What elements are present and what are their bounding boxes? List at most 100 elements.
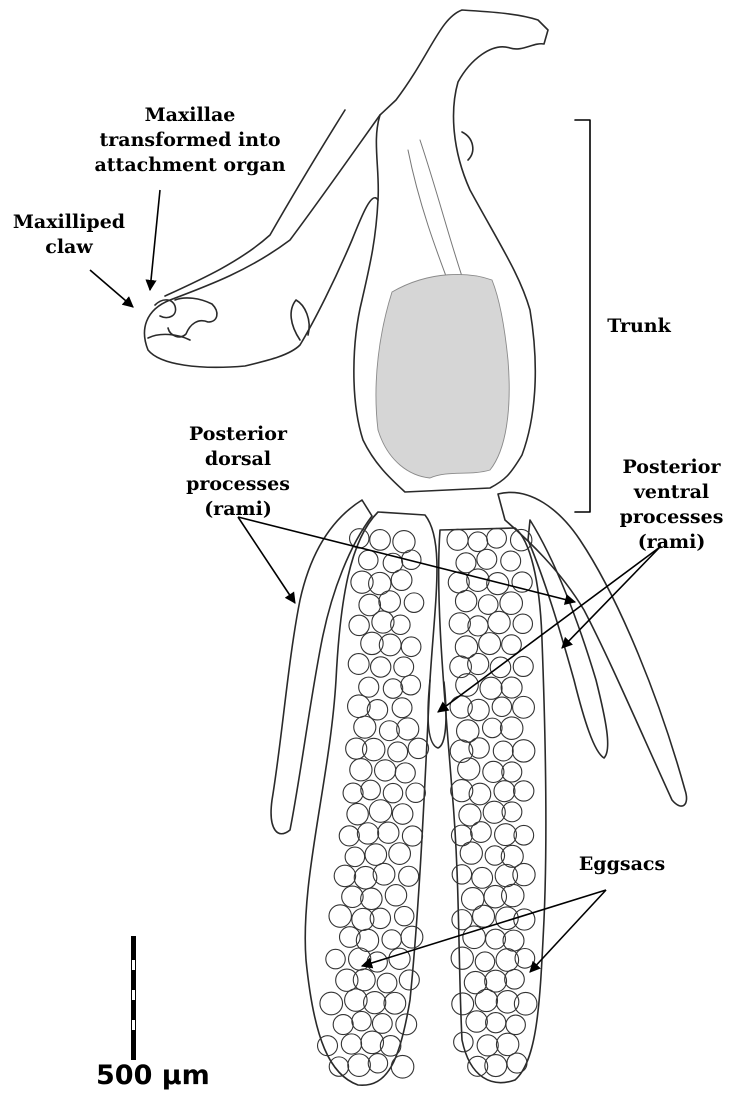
- egg: [501, 677, 522, 698]
- label-ventral-line2: ventral: [604, 480, 739, 505]
- label-ventral-line4: (rami): [604, 530, 739, 555]
- egg: [318, 1036, 338, 1056]
- label-ventral-line1: Posterior: [604, 455, 739, 480]
- egg: [472, 867, 493, 888]
- egg: [346, 738, 367, 759]
- egg: [502, 884, 524, 906]
- egg: [496, 1033, 518, 1055]
- egg: [359, 677, 379, 697]
- egg: [514, 781, 534, 801]
- egg: [486, 929, 506, 949]
- egg: [320, 992, 343, 1015]
- label-eggsacs: Eggsacs: [572, 852, 672, 877]
- egg: [354, 716, 376, 738]
- egg: [365, 844, 387, 866]
- label-posterior-ventral: Posterior ventral processes (rami): [604, 455, 739, 555]
- egg: [500, 592, 523, 615]
- label-maxillae-line2: transformed into: [90, 128, 290, 153]
- scale-bar: [131, 936, 136, 1060]
- egg: [486, 1013, 506, 1033]
- egg: [383, 679, 402, 698]
- label-ventral-line3: processes: [604, 505, 739, 530]
- egg: [334, 865, 355, 886]
- egg: [377, 973, 397, 993]
- egg: [488, 611, 510, 633]
- egg: [501, 551, 521, 571]
- egg: [348, 654, 369, 675]
- egg: [347, 803, 368, 824]
- egg: [352, 1011, 371, 1030]
- egg: [466, 1011, 487, 1032]
- egg: [388, 742, 408, 762]
- egg: [357, 823, 378, 844]
- egg: [483, 761, 504, 782]
- label-maxillae-line3: attachment organ: [90, 153, 290, 178]
- egg: [493, 741, 513, 761]
- egg: [350, 759, 372, 781]
- arrow-maxillae: [150, 190, 160, 290]
- egg: [475, 989, 497, 1011]
- label-claw-line2: claw: [4, 235, 134, 260]
- egg: [513, 863, 535, 885]
- egg: [326, 949, 345, 968]
- egg: [487, 528, 507, 548]
- egg: [458, 758, 480, 780]
- egg: [468, 699, 489, 720]
- right-eggsac-outline: [439, 528, 546, 1083]
- egg: [464, 971, 486, 993]
- egg: [351, 571, 373, 593]
- label-maxilliped-claw: Maxilliped claw: [4, 210, 134, 260]
- scale-bar-label: 500 µm: [96, 1060, 210, 1091]
- egg: [395, 763, 415, 783]
- egg: [353, 969, 375, 991]
- label-claw-line1: Maxilliped: [4, 210, 134, 235]
- egg: [500, 717, 522, 739]
- label-dorsal-line3: processes: [168, 472, 308, 497]
- egg: [391, 570, 412, 591]
- egg: [339, 826, 359, 846]
- egg: [495, 864, 517, 886]
- egg: [506, 1015, 525, 1034]
- egg: [361, 888, 382, 909]
- label-dorsal-line2: dorsal: [168, 447, 308, 472]
- egg: [507, 1053, 527, 1073]
- egg: [483, 718, 503, 738]
- egg: [370, 530, 391, 551]
- egg: [447, 529, 468, 550]
- trunk-gut-shading: [376, 274, 509, 478]
- egg: [369, 800, 392, 823]
- egg: [382, 930, 401, 949]
- egg: [392, 804, 413, 825]
- egg: [461, 888, 483, 910]
- egg: [452, 993, 474, 1015]
- central-ventral-process: [428, 680, 446, 748]
- arrow-claw: [90, 270, 133, 307]
- egg: [384, 992, 406, 1014]
- label-maxillae-line1: Maxillae: [90, 103, 290, 128]
- egg: [478, 595, 498, 615]
- egg: [485, 970, 507, 992]
- egg: [329, 1057, 348, 1076]
- egg: [404, 593, 424, 613]
- egg: [345, 847, 365, 867]
- label-dorsal-line4: (rami): [168, 497, 308, 522]
- egg: [379, 591, 401, 613]
- egg: [391, 1055, 414, 1078]
- egg: [383, 783, 402, 802]
- trunk-bracket: [575, 120, 590, 512]
- egg: [513, 656, 533, 676]
- egg: [503, 930, 524, 951]
- egg: [333, 1015, 353, 1035]
- egg: [479, 633, 501, 655]
- egg: [397, 718, 419, 740]
- egg: [402, 826, 422, 846]
- label-dorsal-line1: Posterior: [168, 422, 308, 447]
- egg: [342, 886, 363, 907]
- egg: [359, 550, 378, 569]
- egg: [494, 781, 515, 802]
- egg: [385, 885, 406, 906]
- right-ventral-process: [528, 520, 608, 758]
- egg: [475, 952, 494, 971]
- egg: [452, 865, 471, 884]
